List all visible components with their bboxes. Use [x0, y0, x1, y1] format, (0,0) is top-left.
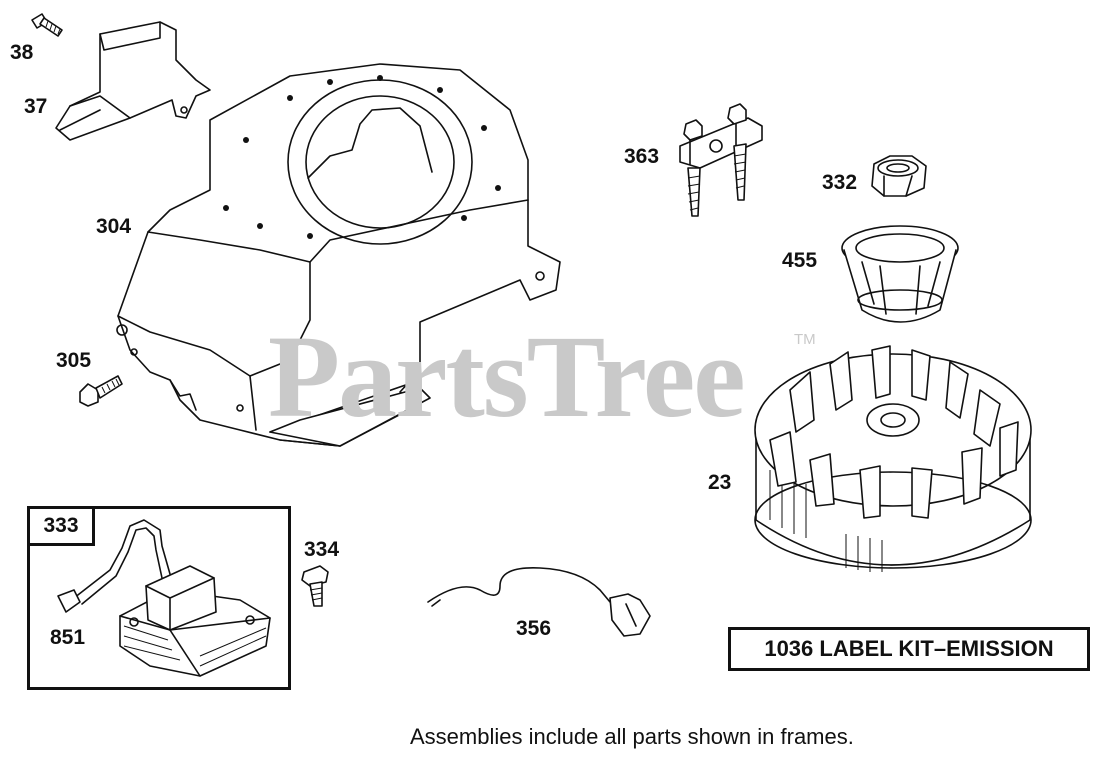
- nut-332-drawing: [871, 155, 927, 197]
- assembly-frame-333: [27, 506, 291, 690]
- callout-37[interactable]: 37: [24, 95, 48, 118]
- callout-305[interactable]: 305: [56, 349, 92, 372]
- callout-304[interactable]: 304: [96, 215, 132, 238]
- blower-housing-304-drawing: [116, 63, 561, 447]
- assemblies-footnote: Assemblies include all parts shown in fr…: [410, 724, 854, 749]
- callout-334[interactable]: 334: [304, 538, 340, 561]
- callout-455[interactable]: 455: [782, 249, 818, 272]
- callout-851[interactable]: 851: [50, 626, 86, 649]
- watermark-text: PartsTree: [268, 311, 746, 442]
- assembly-tag-333: 333: [27, 506, 95, 546]
- callout-38[interactable]: 38: [10, 41, 34, 64]
- watermark-trademark: TM: [794, 331, 816, 348]
- bolt-305-drawing: [79, 375, 123, 407]
- callout-356[interactable]: 356: [516, 617, 552, 640]
- flywheel-23-drawing: [754, 345, 1032, 572]
- screw-334-drawing: [301, 565, 329, 607]
- cup-455-drawing: [841, 225, 959, 323]
- callout-332[interactable]: 332: [822, 171, 858, 194]
- callout-363[interactable]: 363: [624, 145, 660, 168]
- label-kit-box[interactable]: 1036 LABEL KIT–EMISSION: [728, 627, 1090, 671]
- wire-356-drawing: [427, 567, 651, 637]
- bracket-363-drawing: [679, 103, 763, 217]
- baffle-37-drawing: [55, 21, 211, 141]
- armature-333-drawing: [57, 519, 271, 677]
- callout-23[interactable]: 23: [708, 471, 732, 494]
- screw-38-drawing: [31, 13, 63, 37]
